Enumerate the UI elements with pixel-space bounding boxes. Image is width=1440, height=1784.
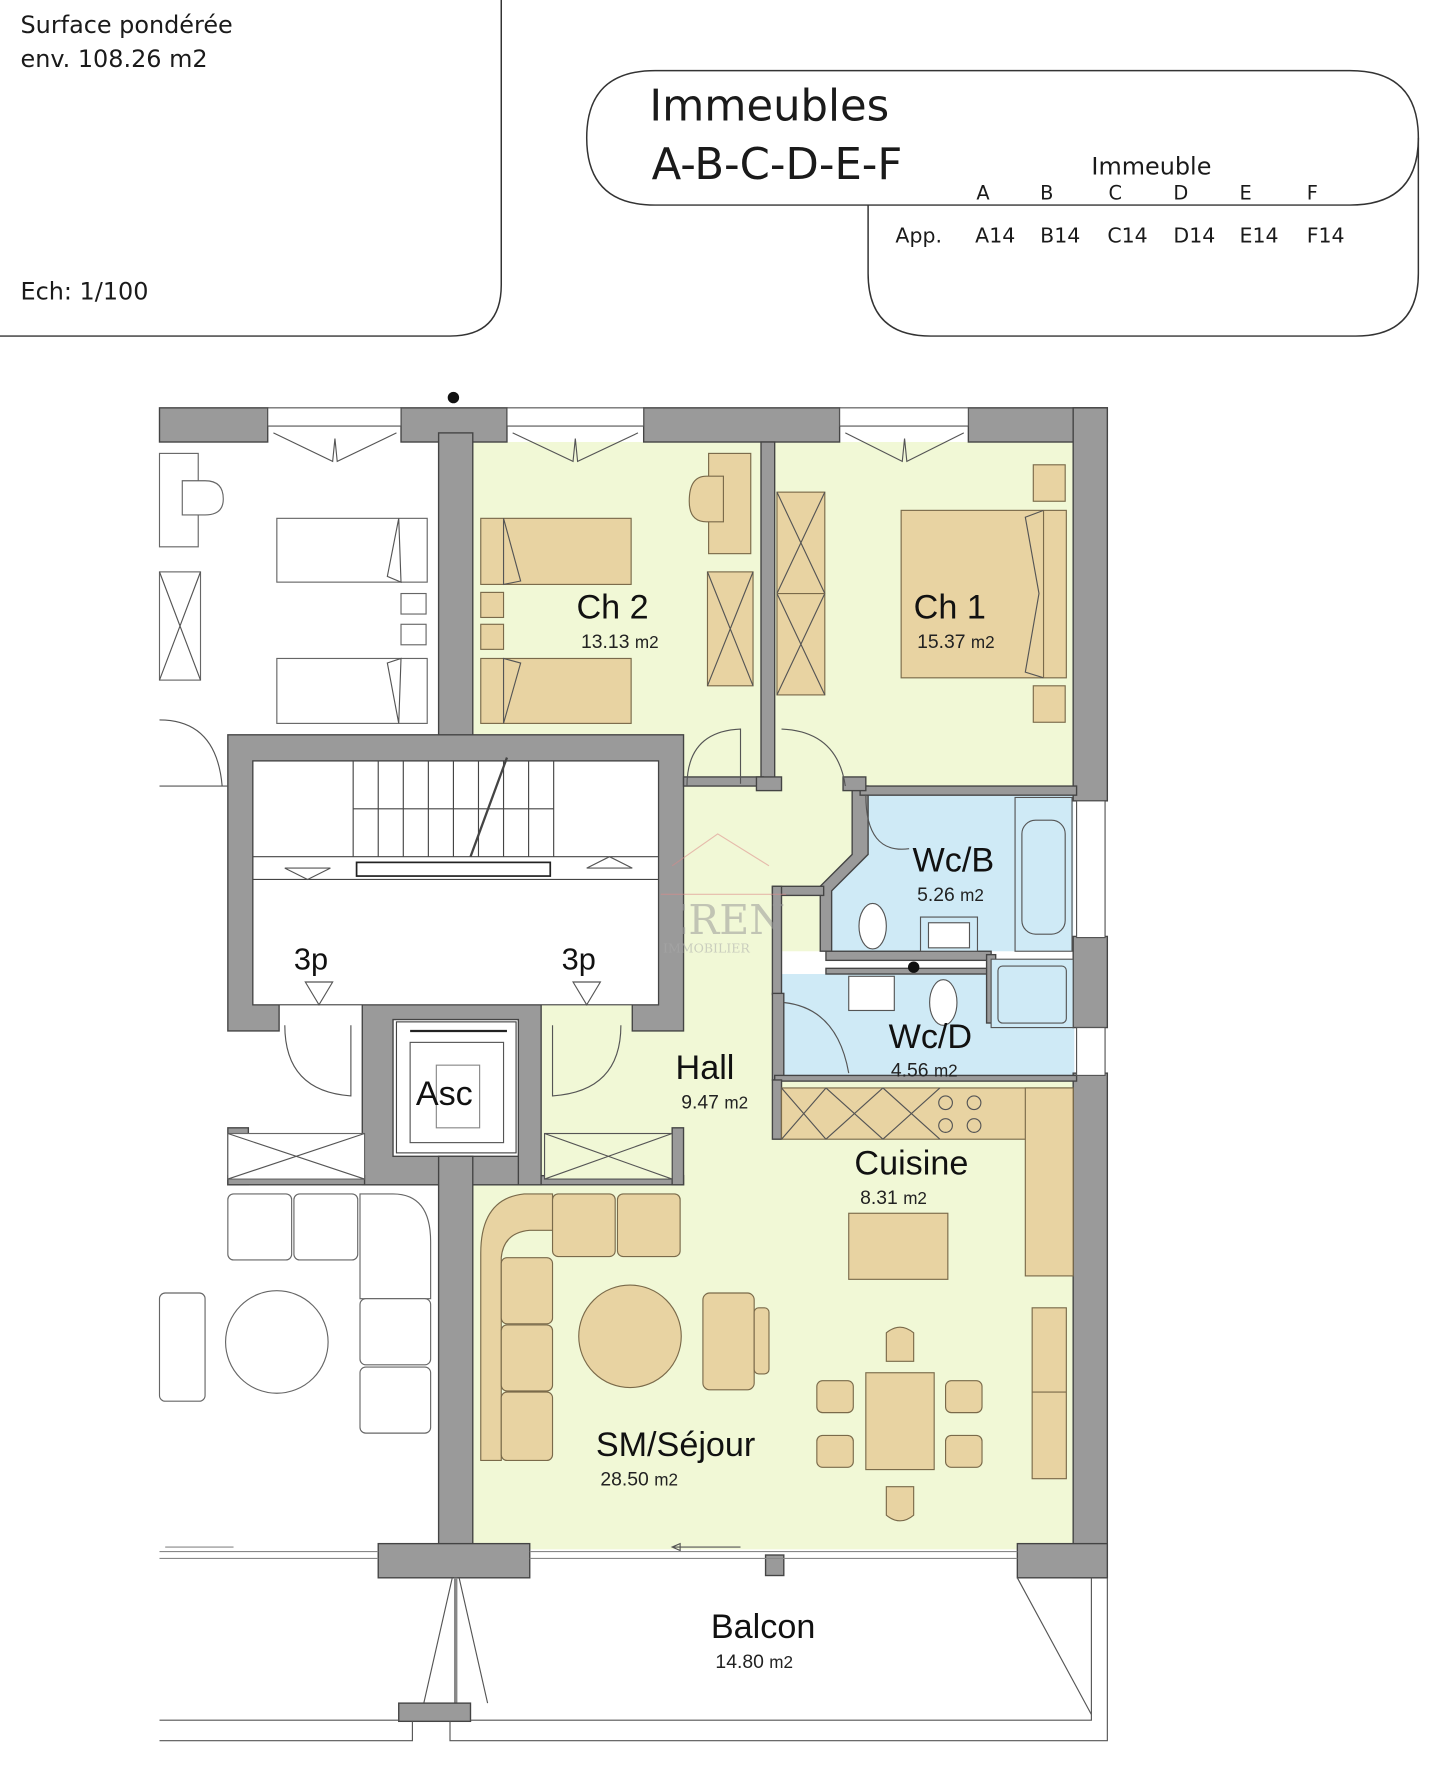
stair-left-label: 3p	[294, 941, 328, 976]
room-labels: Ch 2 13.13 m2 Ch 1 15.37 m2 Wc/B 5.26 m2…	[576, 589, 994, 1673]
stairwell: 3p 3p Asc	[252, 757, 673, 1180]
title-line2: A-B-C-D-E-F	[652, 140, 903, 190]
info-box: Surface pondérée env. 108.26 m2 Ech: 1/1…	[0, 0, 503, 337]
apartment-b14: B14	[1040, 224, 1080, 248]
room-name-wcb: Wc/B	[913, 841, 995, 879]
room-name-hall: Hall	[676, 1049, 735, 1087]
building-letters: A B C D E F	[976, 181, 1318, 204]
room-area-hall: 9.47 m2	[681, 1091, 748, 1113]
title-box: Immeubles A-B-C-D-E-F Immeuble A B C D E…	[585, 69, 1420, 337]
room-name-cuisine: Cuisine	[854, 1145, 968, 1183]
surface-label: Surface pondérée	[21, 11, 233, 39]
ch2-furniture	[480, 452, 754, 787]
building-c: C	[1108, 181, 1122, 204]
title-line1: Immeubles	[649, 82, 889, 132]
watermark-sub: IMMOBILIER	[663, 940, 750, 955]
room-area-sejour: 28.50 m2	[600, 1469, 678, 1491]
room-name-wcd: Wc/D	[889, 1018, 972, 1056]
room-area-ch2: 13.13 m2	[581, 631, 659, 653]
building-b: B	[1040, 181, 1053, 204]
stair-right-label: 3p	[562, 941, 596, 976]
kitchen-fixtures	[780, 1087, 1074, 1280]
room-name-balcon: Balcon	[711, 1608, 815, 1646]
down-arrow-icon	[572, 981, 602, 1006]
apartment-numbers: A14 B14 C14 D14 E14 F14	[975, 224, 1344, 248]
scale-label: Ech: 1/100	[21, 278, 149, 306]
ch1-furniture	[776, 464, 1067, 787]
building-e: E	[1239, 181, 1251, 204]
apartment-c14: C14	[1107, 224, 1147, 248]
app-label: App.	[895, 224, 942, 248]
down-arrow-icon	[304, 981, 334, 1006]
room-area-wcb: 5.26 m2	[917, 884, 984, 906]
room-area-wcd: 4.56 m2	[891, 1060, 958, 1082]
room-area-cuisine: 8.31 m2	[860, 1187, 927, 1209]
building-f: F	[1307, 181, 1318, 204]
apartment-a14: A14	[975, 224, 1015, 248]
room-name-ch1: Ch 1	[914, 589, 986, 627]
wcb-floor	[825, 795, 1074, 952]
building-d: D	[1173, 181, 1188, 204]
apartment-e14: E14	[1239, 224, 1278, 248]
watermark-brand: EREN	[658, 896, 785, 944]
windows	[267, 391, 1106, 1717]
apartment-d14: D14	[1173, 224, 1215, 248]
surface-value: env. 108.26 m2	[21, 45, 208, 73]
elevator-label: Asc	[416, 1075, 473, 1113]
room-area-balcon: 14.80 m2	[715, 1651, 793, 1673]
sejour-furniture	[480, 1193, 1067, 1560]
neighbor-furniture	[158, 452, 432, 1548]
room-name-ch2: Ch 2	[576, 589, 648, 627]
room-name-sejour: SM/Séjour	[596, 1426, 755, 1464]
immeuble-label: Immeuble	[1091, 152, 1211, 180]
bathroom-fixtures	[783, 795, 1074, 1074]
walls	[158, 407, 1109, 1579]
room-area-ch1: 15.37 m2	[917, 631, 995, 653]
apartment-f14: F14	[1307, 224, 1345, 248]
watermark: EREN IMMOBILIER	[658, 833, 787, 955]
balcony	[159, 1551, 1108, 1742]
building-a: A	[976, 181, 990, 204]
